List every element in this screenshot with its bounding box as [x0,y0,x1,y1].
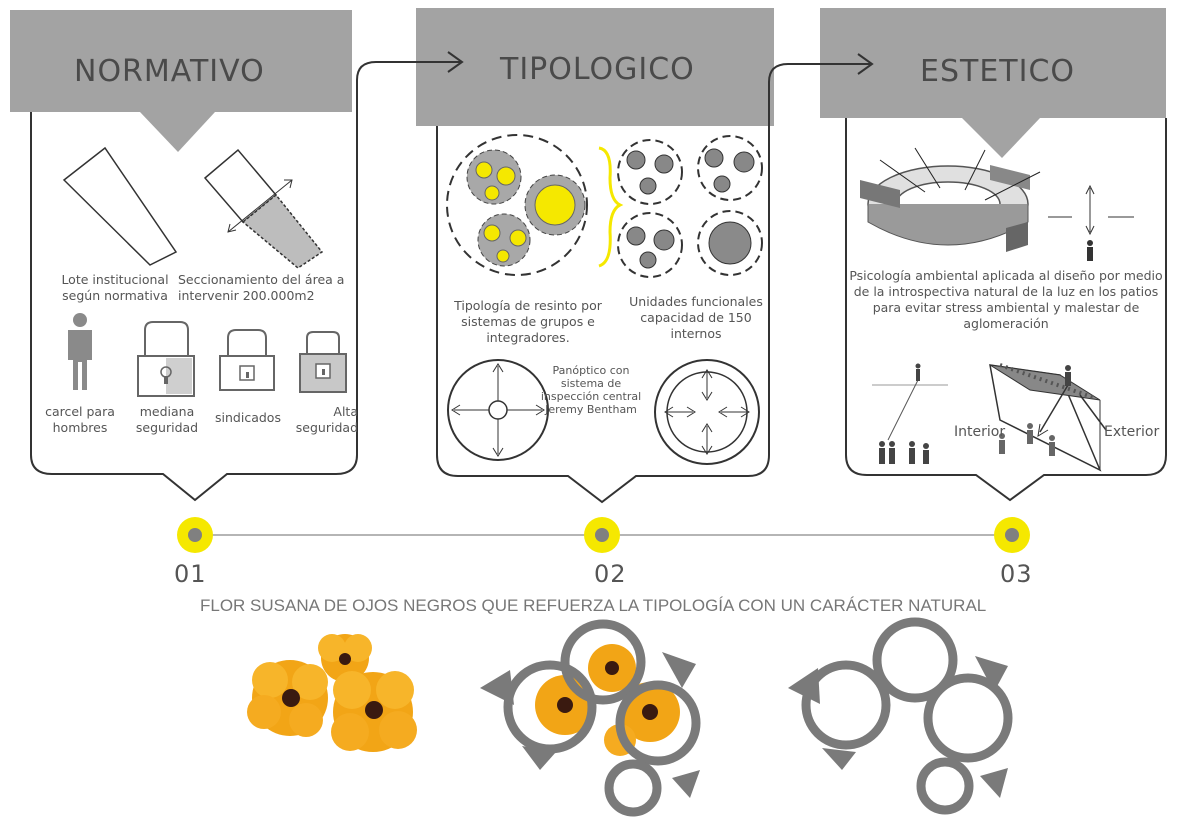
label-unidades: Unidades funcionales capacidad de 150 in… [629,294,763,341]
label-resinto: Tipología de resinto por sistemas de gru… [454,298,602,345]
label-sindicados: sindicados [215,410,281,425]
panopticon-diagram-right [654,359,760,465]
panopticon-diagram-left [447,359,549,461]
section-area-icon [203,148,324,269]
stage-title-tipologico: TIPOLOGICO [500,52,695,87]
label-exterior: Exterior [1104,424,1160,440]
functional-units-diagram [617,135,763,278]
timeline-dot-03 [994,517,1030,553]
person-icon [68,313,92,390]
label-lote: Lote institucional según normativa [61,272,169,303]
stage-title-estetico: ESTETICO [920,54,1076,89]
label-mediana: mediana seguridad [135,404,199,435]
lock-icon-alta [299,331,347,393]
timeline-dot-01 [177,517,213,553]
stage-number-01: 01 [174,560,207,588]
flower-cluster-image [247,634,417,752]
people-perspective-left [872,363,948,464]
stage-number-02: 02 [594,560,627,588]
light-section-diagram [1048,184,1134,261]
label-interior: Interior [954,424,1006,440]
ring-courtyard-diagram [860,147,1041,252]
label-psicologia: Psicología ambiental aplicada al diseño … [849,268,1163,331]
stage-number-03: 03 [1000,560,1033,588]
header-pointer-estetico [962,118,1040,158]
label-seccionamiento: Seccionamiento del área a intervenir 200… [178,272,345,303]
label-carcel: carcel para hombres [45,404,115,435]
header-pointer-normativo [140,112,215,152]
flower-caption: FLOR SUSANA DE OJOS NEGROS QUE REFUERZA … [200,596,987,615]
header-tipologico [416,8,774,126]
stage-title-normativo: NORMATIVO [74,54,265,89]
header-estetico [820,8,1166,118]
timeline-dot-02 [584,517,620,553]
flower-ring-overlay [480,619,701,817]
header-normativo [10,10,352,112]
typology-cluster-diagram [446,134,588,276]
yellow-brace-icon [598,146,624,268]
label-panoptico: Panóptico con sistema de inspección cent… [540,364,642,416]
wall-perspective-right [989,363,1107,472]
ring-pattern-abstract [788,617,1013,815]
lot-shape-icon [62,146,178,266]
lock-icon-mediana [137,321,195,397]
lock-icon-sindicados [219,329,275,391]
label-alta: Alta seguridad [295,404,358,435]
